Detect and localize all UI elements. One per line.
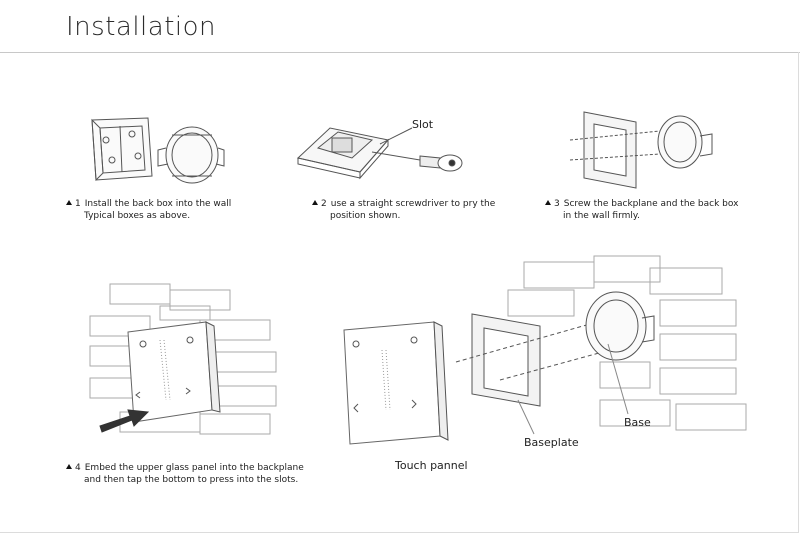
touch-panel-illustration xyxy=(343,321,449,445)
backplate-screw-illustration xyxy=(569,111,713,189)
round-back-box-illustration xyxy=(157,126,225,184)
baseplate-illustration xyxy=(455,313,611,407)
round-base-illustration xyxy=(585,291,655,361)
touch-panel-label: Touch pannel xyxy=(395,459,468,472)
triangle-up-icon xyxy=(66,464,72,469)
page-title: Installation xyxy=(66,12,217,42)
triangle-up-icon xyxy=(312,200,318,205)
triangle-up-icon xyxy=(545,200,551,205)
push-arrow-icon xyxy=(99,409,150,433)
triangle-up-icon xyxy=(66,200,72,205)
square-back-box-illustration xyxy=(91,117,153,182)
baseplate-label: Baseplate xyxy=(524,436,579,449)
panel-pry-illustration xyxy=(296,127,463,180)
base-label: Base xyxy=(624,416,651,429)
slot-label: Slot xyxy=(412,118,434,131)
brick-wall-right-illustration xyxy=(507,255,747,431)
title-divider xyxy=(0,52,800,53)
content-frame xyxy=(0,52,799,533)
glass-panel-illustration xyxy=(127,321,221,423)
